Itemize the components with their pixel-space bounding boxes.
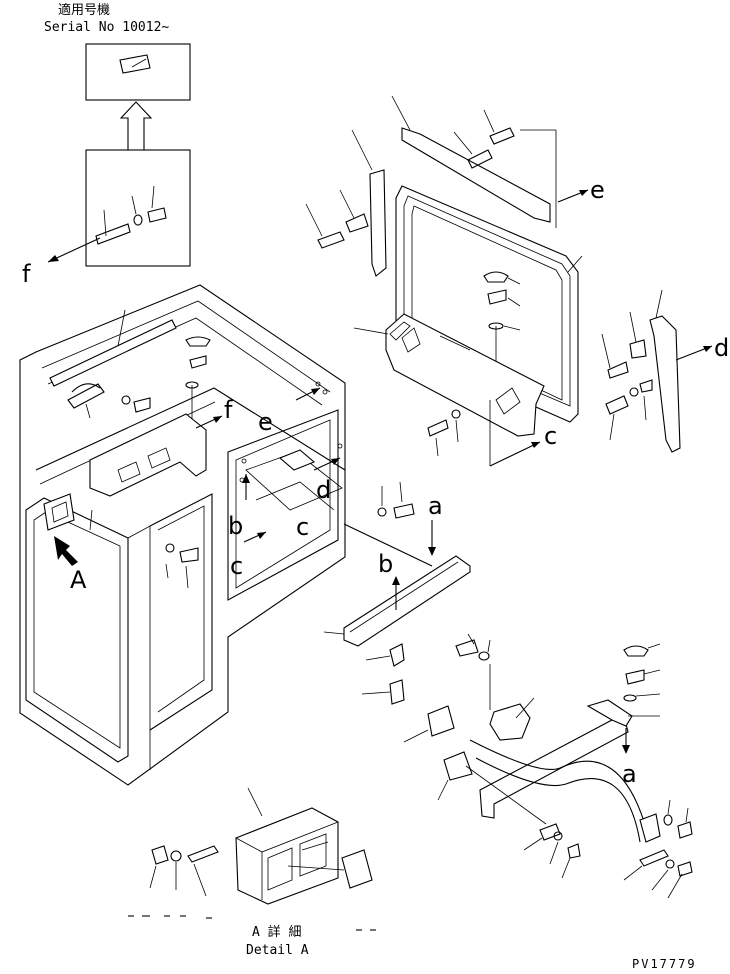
center-fasteners xyxy=(483,271,521,366)
applicable-model-label: 適用号機 xyxy=(58,2,110,18)
left-vertical-trim xyxy=(369,169,387,277)
view-label-e-cab: e xyxy=(258,408,273,436)
detail-dash-marks xyxy=(128,915,376,931)
view-label-f-cab: f xyxy=(224,396,233,424)
view-label-d-cab: d xyxy=(316,476,331,504)
view-label-d-right: d xyxy=(714,334,729,362)
upper-trim-strip xyxy=(401,127,551,223)
drawing-code: PV17779 xyxy=(632,957,697,971)
cab-reference-arrows xyxy=(195,387,341,543)
center-rail-bracket xyxy=(343,555,471,647)
arrow-head-icon xyxy=(48,255,59,262)
view-label-a-top: a xyxy=(428,492,443,520)
serial-variant-box xyxy=(85,43,191,101)
detail-a-view xyxy=(149,787,373,905)
serial-number-label: Serial No 10012~ xyxy=(44,20,169,35)
upper-screws xyxy=(453,109,515,169)
view-label-e-top: e xyxy=(590,176,605,204)
view-label-c-panel: c xyxy=(544,422,557,450)
lower-window-panel xyxy=(385,313,545,437)
right-vertical-trim xyxy=(649,315,681,453)
view-label-c-cab: c xyxy=(296,513,309,541)
cab-frame xyxy=(19,284,346,786)
previous-variant-box xyxy=(47,149,191,267)
view-label-c-cab-lower: c xyxy=(230,552,243,580)
view-label-A-marker: A xyxy=(70,566,87,594)
view-label-b-cab: b xyxy=(228,512,243,540)
support-frame-assembly xyxy=(403,633,693,899)
detail-a-title-en: Detail A xyxy=(246,943,309,958)
detail-a-title-jp: A 詳 細 xyxy=(252,924,301,940)
hollow-up-arrow-icon xyxy=(119,101,153,150)
view-label-b-rail: b xyxy=(378,550,393,578)
view-label-f-left: f xyxy=(22,260,31,288)
view-label-a-bottom: a xyxy=(622,760,637,788)
detail-a-pointer-icon xyxy=(54,536,78,566)
